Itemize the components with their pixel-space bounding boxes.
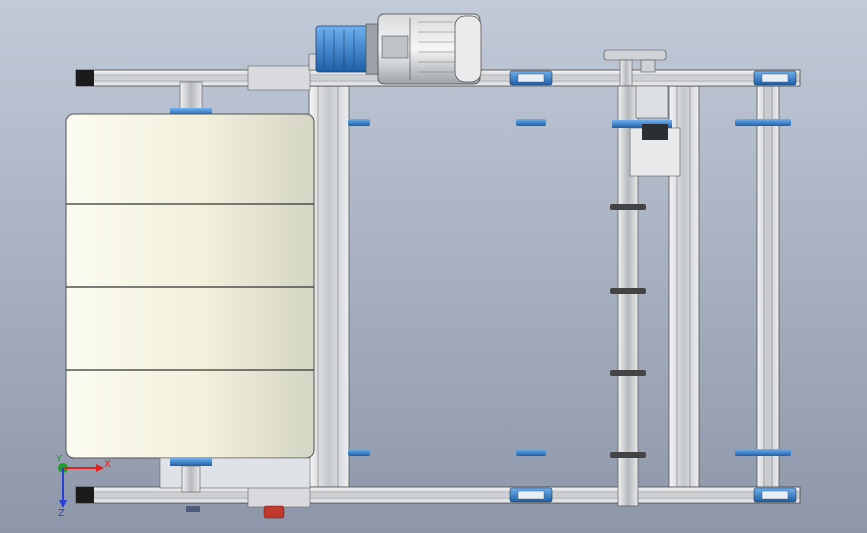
y-axis-label: Y xyxy=(55,454,63,465)
roller-drum xyxy=(65,81,315,519)
z-axis-label: Z xyxy=(58,508,65,519)
x-axis-label: X xyxy=(104,459,111,470)
drive-shaft-assembly xyxy=(603,49,681,507)
gear-motor xyxy=(308,13,482,85)
coordinate-triad: X Y Z xyxy=(55,454,111,519)
rail-connectors xyxy=(509,70,797,503)
vertical-frame-posts xyxy=(308,85,780,491)
post-brackets xyxy=(348,119,791,456)
